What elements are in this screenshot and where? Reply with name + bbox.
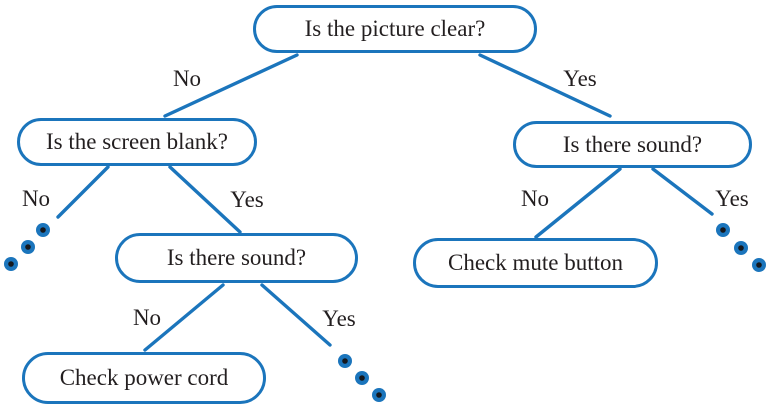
ellipsis-dots-left: [4, 223, 50, 271]
ellipsis-dots-right: [716, 223, 766, 272]
node-is-there-sound-right: Is there sound?: [513, 121, 752, 168]
edge-label-right-no: No: [520, 186, 550, 211]
edge-blank-yes-line: [168, 165, 242, 234]
edge-mid-yes-line: [260, 283, 332, 347]
edge-label-blank-yes: Yes: [230, 187, 264, 212]
edge-right-yes-line: [651, 167, 714, 216]
node-is-screen-blank: Is the screen blank?: [17, 118, 257, 166]
edge-label-right-yes: Yes: [715, 186, 749, 211]
node-label: Is there sound?: [166, 245, 307, 270]
edge-blank-no-line: [56, 165, 110, 219]
node-is-picture-clear: Is the picture clear?: [253, 5, 537, 53]
node-label: Is the screen blank?: [45, 129, 228, 154]
edge-label-blank-no: No: [21, 186, 51, 211]
edge-label-root-no: No: [172, 66, 202, 91]
edge-label-root-yes: Yes: [563, 66, 597, 91]
edge-mid-no-line: [143, 283, 225, 352]
edge-root-no-line: [163, 53, 299, 118]
ellipsis-dots-middle: [338, 354, 386, 402]
node-label: Is there sound?: [562, 131, 703, 157]
edge-label-mid-no: No: [132, 305, 162, 330]
node-label: Is the picture clear?: [304, 16, 486, 41]
node-check-power-cord: Check power cord: [22, 352, 266, 404]
edge-label-mid-yes: Yes: [322, 306, 356, 331]
node-label: Check power cord: [59, 365, 229, 390]
edge-root-yes-line: [478, 53, 612, 118]
node-label: Check mute button: [447, 250, 624, 275]
node-is-there-sound-middle: Is there sound?: [115, 233, 358, 283]
edge-right-no-line: [534, 167, 622, 239]
node-check-mute-button: Check mute button: [413, 238, 658, 288]
